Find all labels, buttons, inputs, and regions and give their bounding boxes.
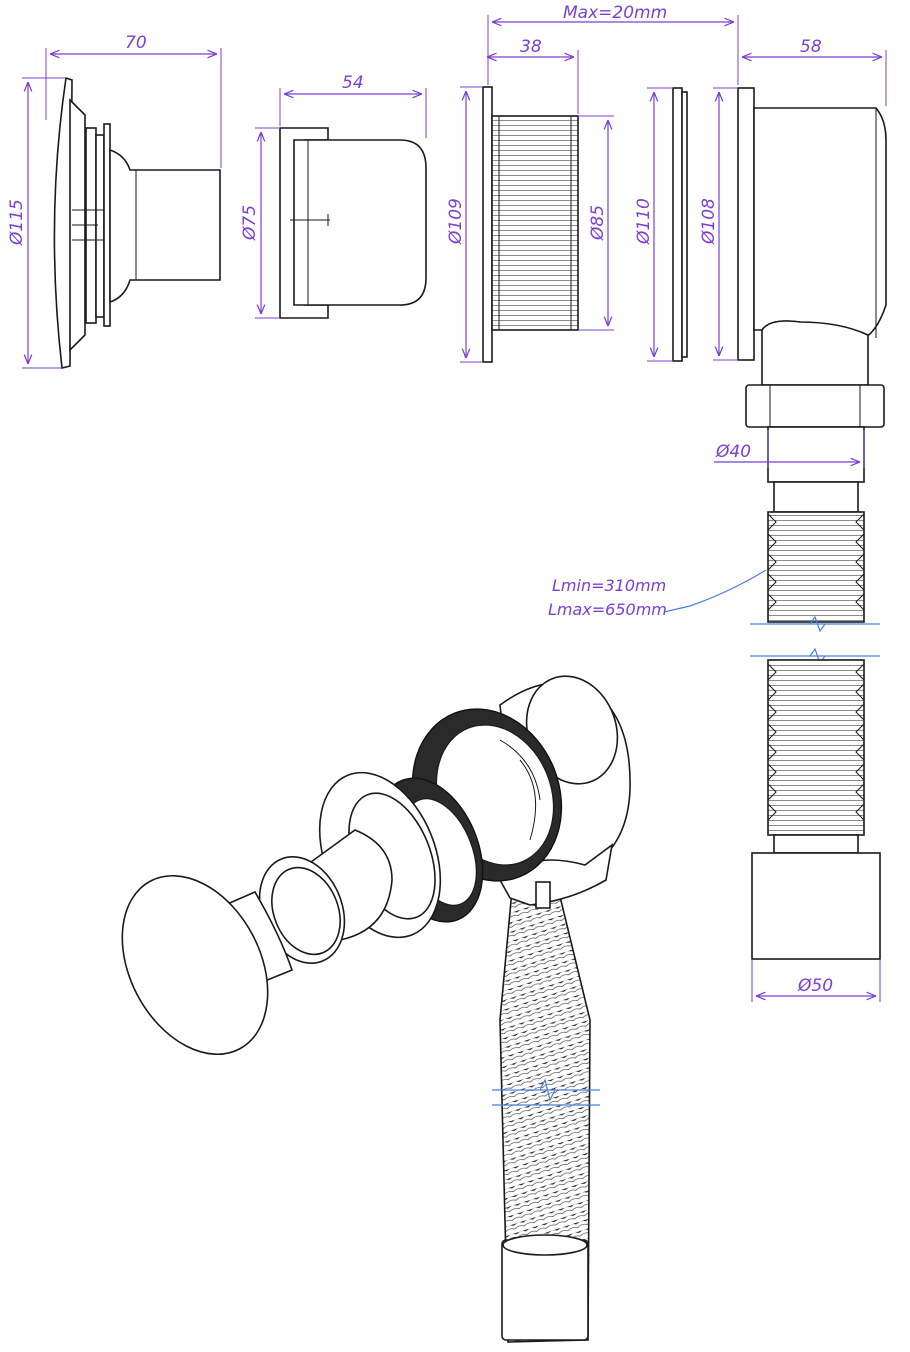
label-hose-end-diameter: Ø50 — [797, 976, 833, 996]
dim-flange-diameter: Ø115 — [7, 77, 66, 369]
label-insert-diameter: Ø75 — [240, 205, 260, 241]
label-plug-length: 70 — [125, 33, 147, 53]
label-outlet-diameter: Ø40 — [715, 442, 751, 462]
label-flange-diameter: Ø115 — [7, 199, 27, 246]
dim-outlet-diameter: Ø40 — [714, 430, 865, 468]
dim-body-flange-diameter: Ø108 — [699, 87, 738, 361]
label-body-flange-diameter: Ø108 — [699, 198, 719, 245]
label-thread-diameter: Ø85 — [588, 205, 608, 241]
label-insert-length: 54 — [342, 73, 364, 93]
dim-insert-diameter: Ø75 — [240, 127, 280, 319]
label-max-wall: Max=20mm — [563, 3, 667, 23]
hose-length-callout: Lmin=310mm Lmax=650mm — [548, 569, 767, 619]
dim-washer-diameter: Ø110 — [634, 87, 673, 362]
label-hose-lmax: Lmax=650mm — [548, 600, 667, 619]
dim-insert-length: 54 — [279, 73, 427, 138]
label-hose-lmin: Lmin=310mm — [552, 576, 666, 595]
exploded-isometric-view — [121, 675, 631, 1343]
dim-max-wall: Max=20mm — [487, 3, 739, 85]
dim-plug-length: 70 — [45, 33, 222, 168]
label-nut-flange-diameter: Ø109 — [446, 198, 466, 245]
dim-nut-flange-diameter: Ø109 — [446, 86, 483, 363]
dim-thread-diameter: Ø85 — [578, 115, 614, 331]
threaded-nut-side-view — [482, 86, 579, 363]
strainer-insert-side-view — [279, 127, 427, 319]
overflow-body-side-view — [737, 87, 887, 960]
dim-nut-length: 38 — [487, 37, 579, 114]
label-body-length: 58 — [800, 37, 822, 57]
plug-side-view — [53, 76, 221, 369]
label-nut-length: 38 — [520, 37, 542, 57]
washer-side-view — [672, 87, 688, 362]
label-washer-diameter: Ø110 — [634, 198, 654, 245]
dim-hose-end-diameter: Ø50 — [751, 960, 881, 1002]
dim-body-length: 58 — [742, 37, 887, 106]
